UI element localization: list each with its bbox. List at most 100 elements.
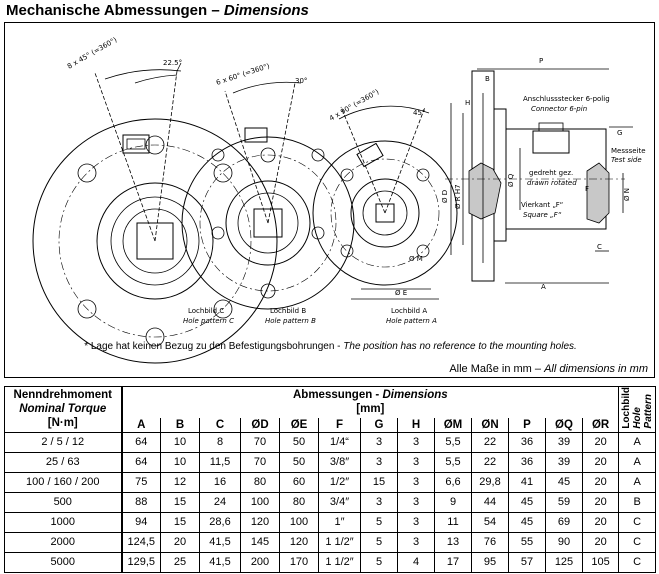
- dimension-cell: 95: [471, 551, 509, 573]
- dimension-cell: 75: [121, 471, 161, 493]
- dimension-cell: 45: [545, 471, 583, 493]
- torque-cell: 5000: [4, 551, 123, 573]
- dimension-cell: 50: [279, 451, 319, 473]
- column-header: ØQ: [545, 417, 583, 433]
- pattern-a-label-en: Hole pattern A: [386, 317, 437, 325]
- dim-e-label: Ø E: [395, 289, 407, 297]
- dimension-cell: 129,5: [121, 551, 161, 573]
- dimension-cell: 5: [360, 531, 398, 553]
- column-header: B: [160, 417, 200, 433]
- dimension-cell: 64: [121, 431, 161, 453]
- dimension-cell: 3: [397, 431, 435, 453]
- pattern-a-a2-label: 45°: [413, 109, 425, 117]
- pattern-c-angle-label: 8 x 45° (=360°): [66, 36, 119, 71]
- hole-pattern-b-view: [181, 81, 355, 310]
- dimension-cell: 1 1/2″: [318, 551, 361, 573]
- torque-cell: 1000: [4, 511, 123, 533]
- dim-q-label: Ø Q: [507, 173, 515, 187]
- pattern-b-a2-label: 30°: [295, 77, 307, 85]
- pattern-c-label: Lochbild C: [188, 307, 224, 315]
- dimension-cell: 20: [581, 491, 620, 513]
- test-side-label: Messseite: [611, 147, 646, 155]
- dimension-cell: 5: [360, 551, 398, 573]
- dimension-cell: 25: [160, 551, 200, 573]
- dimension-cell: 3: [397, 531, 435, 553]
- test-side-label-en: Test side: [611, 156, 642, 164]
- column-header: ØN: [471, 417, 509, 433]
- dimension-cell: 15: [360, 471, 398, 493]
- pattern-c-a2-label: 22.5°: [163, 59, 182, 67]
- pattern-a-angle-label: 4 x 90° (=360°): [328, 88, 381, 123]
- dimension-cell: 76: [471, 531, 509, 553]
- dimension-cell: 120: [279, 531, 319, 553]
- page-title: Mechanische Abmessungen – Dimensions: [6, 2, 309, 19]
- dimension-cell: 60: [279, 471, 319, 493]
- dimension-cell: 55: [508, 531, 546, 553]
- dimension-cell: 45: [508, 511, 546, 533]
- dimension-cell: 29,8: [471, 471, 509, 493]
- dimension-cell: 41,5: [199, 551, 241, 573]
- dimension-cell: 100: [240, 491, 280, 513]
- pattern-b-label: Lochbild B: [270, 307, 306, 315]
- dimension-cell: 17: [434, 551, 472, 573]
- torque-cell: 500: [4, 491, 123, 513]
- pattern-c-label-en: Hole pattern C: [183, 317, 234, 325]
- connector-label: Anschlussstecker 6-polig: [523, 95, 610, 103]
- dimension-cell: 3: [397, 471, 435, 493]
- dimension-cell: 200: [240, 551, 280, 573]
- dimension-cell: 1″: [318, 511, 361, 533]
- dimensions-table: Nenndrehmoment Nominal Torque [N·m] Abme…: [4, 385, 657, 573]
- column-header: ØM: [434, 417, 472, 433]
- dimension-cell: 90: [545, 531, 583, 553]
- dimension-cell: 170: [279, 551, 319, 573]
- pattern-cell: A: [618, 451, 657, 473]
- dimension-cell: 45: [508, 491, 546, 513]
- column-header: ØR: [581, 417, 620, 433]
- dim-a-label: A: [541, 283, 546, 291]
- dimension-cell: 80: [279, 491, 319, 513]
- dimension-cell: 94: [121, 511, 161, 533]
- side-view: [445, 68, 633, 284]
- hole-pattern-a-view: [312, 105, 458, 300]
- pattern-cell: B: [618, 491, 657, 513]
- square-label: Vierkant „F“: [521, 201, 563, 209]
- column-header: G: [360, 417, 398, 433]
- column-header: ØE: [279, 417, 319, 433]
- dimension-cell: 36: [508, 431, 546, 453]
- dimension-cell: 15: [160, 511, 200, 533]
- dim-d-label: Ø D: [441, 190, 449, 203]
- dimension-cell: 70: [240, 451, 280, 473]
- dim-n-label: Ø N: [623, 188, 631, 201]
- column-header: ØD: [240, 417, 280, 433]
- dimension-cell: 100: [279, 511, 319, 533]
- dimension-cell: 80: [240, 471, 280, 493]
- pattern-cell: C: [618, 531, 657, 553]
- dimension-cell: 59: [545, 491, 583, 513]
- column-header: H: [397, 417, 435, 433]
- column-header: C: [199, 417, 241, 433]
- dimension-cell: 105: [581, 551, 620, 573]
- dimension-cell: 44: [471, 491, 509, 513]
- dimension-cell: 3: [360, 431, 398, 453]
- hole-pattern-c-view: [32, 62, 278, 364]
- dimension-cell: 3: [360, 451, 398, 473]
- dim-h-label: H: [465, 99, 470, 107]
- dimension-cell: 125: [545, 551, 583, 573]
- units-note: Alle Maße in mm – All dimensions in mm: [449, 363, 648, 375]
- dim-m-label: Ø M: [409, 255, 423, 263]
- dimension-cell: 9: [434, 491, 472, 513]
- dimension-cell: 50: [279, 431, 319, 453]
- dimension-cell: 88: [121, 491, 161, 513]
- square-label-en: Square „F“: [523, 211, 562, 219]
- dimension-cell: 10: [160, 451, 200, 473]
- pattern-cell: C: [618, 511, 657, 533]
- dimension-cell: 3: [360, 491, 398, 513]
- dimension-cell: 20: [581, 451, 620, 473]
- torque-cell: 2000: [4, 531, 123, 553]
- dimension-cell: 39: [545, 451, 583, 473]
- dimension-cell: 1/2″: [318, 471, 361, 493]
- position-note: * Lage hat keinen Bezug zu den Befestigu…: [84, 341, 577, 352]
- dimension-cell: 12: [160, 471, 200, 493]
